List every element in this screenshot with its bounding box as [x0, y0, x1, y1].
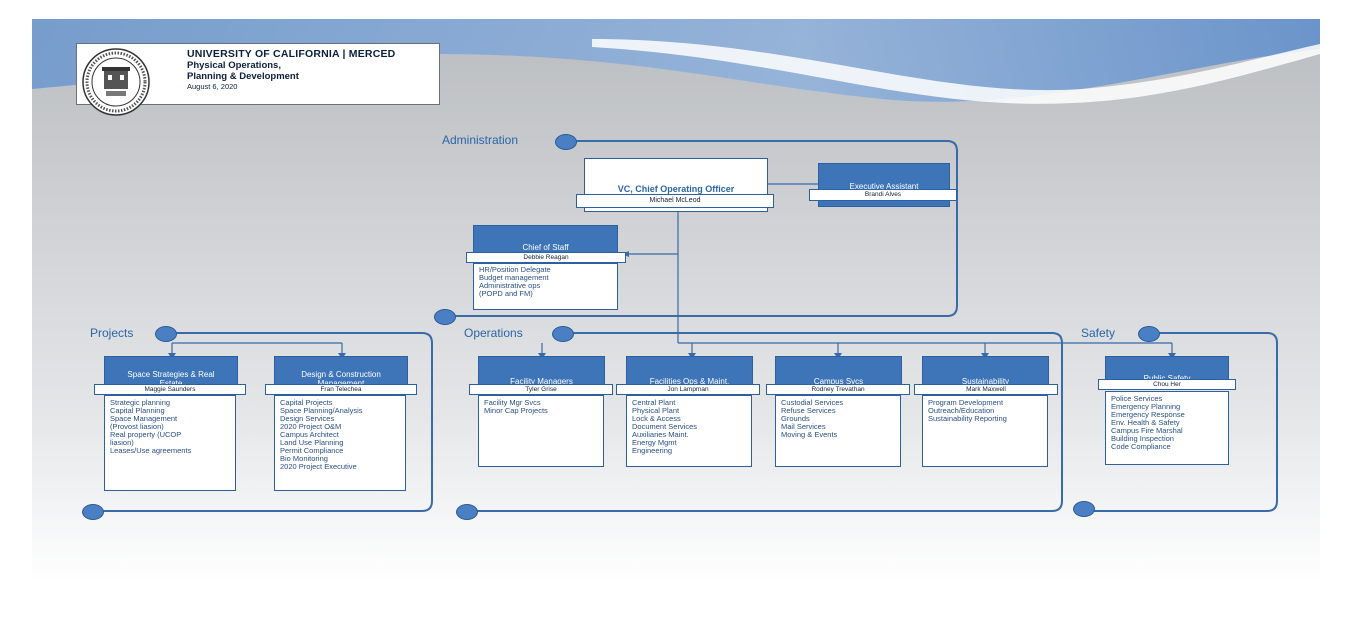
chief-of-staff-name: Debbie Reagan — [466, 252, 626, 263]
duty-line: Space Management — [110, 414, 178, 423]
unit-title: Space Strategies & RealEstate — [127, 370, 215, 388]
unit-title: Campus Svcs — [813, 377, 864, 386]
duty-line: Grounds — [781, 414, 810, 423]
section-operations-label: Operations — [464, 326, 523, 340]
duty-line: Police Services — [1111, 394, 1163, 403]
duty-line: Campus Architect — [280, 430, 339, 439]
duty-line: Engineering — [632, 446, 673, 455]
unit-title: Facilities Ops & Maint. — [649, 377, 730, 386]
unit-campus-svcs-name: Rodney Trevathan — [766, 384, 910, 395]
section-projects-label: Projects — [90, 326, 134, 340]
unit-title: Facility Managers — [510, 377, 573, 386]
duty-line: Campus Fire Marshal — [1111, 426, 1183, 435]
header-wave — [32, 19, 1320, 104]
duty-line: (POPD and FM) — [479, 289, 533, 298]
unit-public-safety-duties: Police Services Emergency Planning Emerg… — [1105, 391, 1229, 465]
duty-line: Code Compliance — [1111, 442, 1171, 451]
chief-of-staff-duties: HR/Position Delegate Budget management A… — [473, 263, 618, 310]
duty-line: Facility Mgr Svcs — [484, 398, 541, 407]
unit-facilities-ops-duties: Central Plant Physical Plant Lock & Acce… — [626, 395, 752, 467]
unit-title: Public Safety — [1106, 374, 1228, 383]
duty-line: Permit Compliance — [280, 446, 344, 455]
duty-line: Capital Planning — [110, 406, 165, 415]
duty-line: Custodial Services — [781, 398, 844, 407]
duty-line: Emergency Planning — [1111, 402, 1181, 411]
unit-design-construction-duties: Capital Projects Space Planning/Analysis… — [274, 395, 406, 491]
executive-assistant-name: Brandi Alves — [809, 189, 957, 201]
projects-top-dot — [155, 326, 177, 342]
vc-name: Michael McLeod — [576, 194, 774, 208]
unit-facility-managers-duties: Facility Mgr Svcs Minor Cap Projects — [478, 395, 604, 467]
safety-top-dot — [1138, 326, 1160, 342]
section-safety-label: Safety — [1081, 326, 1116, 340]
unit-facilities-ops-name: Jon Lampman — [616, 384, 760, 395]
duty-line: (Provost liasion) — [110, 422, 164, 431]
duty-line: Moving & Events — [781, 430, 838, 439]
header-date: August 6, 2020 — [187, 82, 238, 91]
duty-line: liasion) — [110, 438, 134, 447]
unit-sustainability-duties: Program Development Outreach/Education S… — [922, 395, 1048, 467]
operations-top-dot — [552, 326, 574, 342]
vc-title: VC, Chief Operating Officer — [617, 184, 735, 194]
duty-line: 2020 Project O&M — [280, 422, 342, 431]
header-subtitle-line2: Planning & Development — [187, 71, 299, 82]
duty-line: Administrative ops — [479, 281, 541, 290]
university-seal-icon — [82, 48, 150, 116]
duty-line: Document Services — [632, 422, 698, 431]
unit-facility-managers-name: Tyler Grise — [469, 384, 613, 395]
header-title: UNIVERSITY OF CALIFORNIA | MERCED — [187, 48, 396, 60]
duty-line: Refuse Services — [781, 406, 836, 415]
connector-lines — [97, 140, 1278, 512]
duty-line: Minor Cap Projects — [484, 406, 548, 415]
duty-line: Building Inspection — [1111, 434, 1174, 443]
duty-line: 2020 Project Executive — [280, 462, 357, 471]
duty-line: Real property (UCOP — [110, 430, 182, 439]
duty-line: Env. Health & Safety — [1111, 418, 1180, 427]
duty-line: Design Services — [280, 414, 335, 423]
safety-bottom-dot — [1073, 501, 1095, 517]
org-chart-slide: UNIVERSITY OF CALIFORNIA | MERCED Physic… — [32, 19, 1320, 584]
duty-line: Mail Services — [781, 422, 826, 431]
chief-of-staff-title: Chief of Staff — [522, 243, 569, 252]
unit-campus-svcs-duties: Custodial Services Refuse Services Groun… — [775, 395, 901, 467]
administration-bottom-dot — [434, 309, 456, 325]
duty-line: Budget management — [479, 273, 549, 282]
duty-line: Outreach/Education — [928, 406, 995, 415]
unit-title: Sustainability — [961, 377, 1010, 386]
duty-line: Sustainability Reporting — [928, 414, 1007, 423]
header-logo-box: UNIVERSITY OF CALIFORNIA | MERCED Physic… — [76, 43, 440, 116]
duty-line: Leases/Use agreements — [110, 446, 192, 455]
section-administration-label: Administration — [442, 133, 519, 147]
duty-line: Emergency Response — [1111, 410, 1185, 419]
duty-line: Energy Mgmt — [632, 438, 677, 447]
duty-line: Land Use Planning — [280, 438, 344, 447]
unit-space-strategies-duties: Strategic planning Capital Planning Spac… — [104, 395, 236, 491]
header-subtitle-line1: Physical Operations, — [187, 60, 281, 71]
duty-line: Program Development — [928, 398, 1004, 407]
duty-line: Physical Plant — [632, 406, 680, 415]
duty-line: Strategic planning — [110, 398, 171, 407]
unit-design-construction-name: Fran Telechea — [265, 384, 417, 395]
unit-title: Design & ConstructionManagement — [301, 370, 381, 388]
unit-sustainability-name: Mark Maxwell — [914, 384, 1058, 395]
duty-line: Space Planning/Analysis — [280, 406, 363, 415]
unit-space-strategies-name: Maggie Saunders — [94, 384, 246, 395]
duty-line: HR/Position Delegate — [479, 265, 551, 274]
unit-public-safety-name: Chou Her — [1098, 379, 1236, 390]
duty-line: Auxiliaries Maint. — [632, 430, 689, 439]
operations-bottom-dot — [456, 504, 478, 520]
duty-line: Capital Projects — [280, 398, 333, 407]
administration-top-dot — [555, 134, 577, 150]
duty-line: Bio Monitoring — [280, 454, 328, 463]
projects-bottom-dot — [82, 504, 104, 520]
duty-line: Central Plant — [632, 398, 676, 407]
duty-line: Lock & Access — [632, 414, 681, 423]
executive-assistant-title: Executive Assistant — [849, 182, 919, 191]
